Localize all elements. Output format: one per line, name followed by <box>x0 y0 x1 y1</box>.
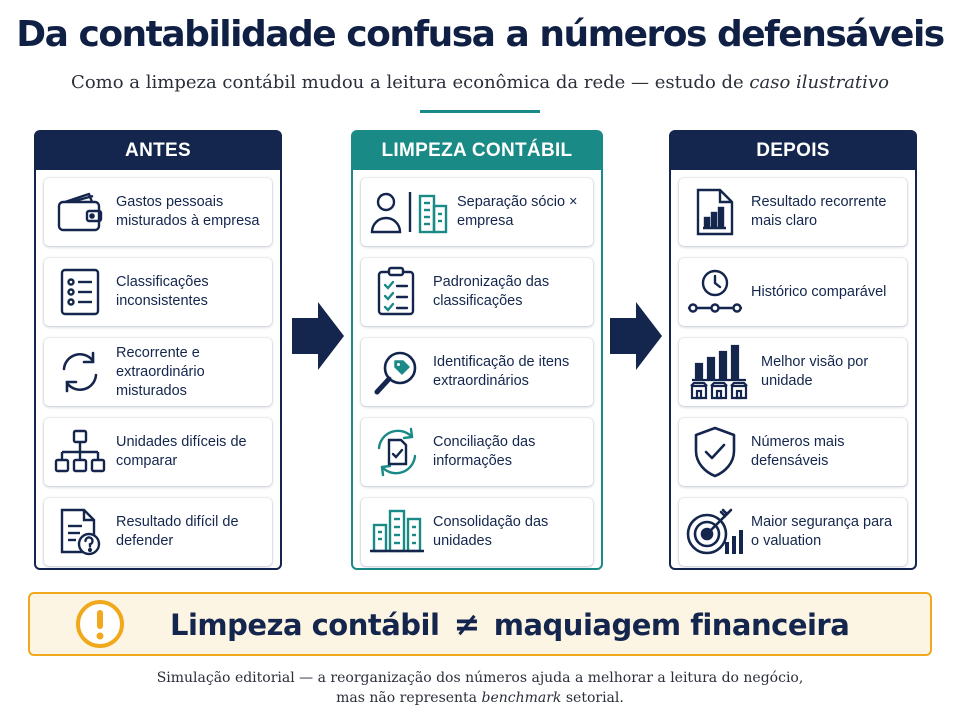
card-depois-5: Maior segurança para o valuation <box>679 498 907 566</box>
card-label: Consolidação das unidades <box>433 514 549 549</box>
footnote-emphasis: benchmark <box>481 690 562 706</box>
card-label: Identificação de itens extraordinários <box>433 354 570 389</box>
card-label: Conciliação das informações <box>433 434 536 469</box>
card-depois-2: Histórico comparável <box>679 258 907 326</box>
footnote-line-2: mas não representa benchmark setorial. <box>0 688 960 708</box>
card-limpeza-5: Consolidação das unidades <box>361 498 593 566</box>
warning-banner: Limpeza contábil ≠ maquiagem financeira <box>28 592 932 656</box>
card-label: Números mais defensáveis <box>751 434 845 469</box>
card-limpeza-4: Conciliação das informações <box>361 418 593 486</box>
column-antes: ANTES Gastos pessoais misturados à empre… <box>34 130 282 570</box>
card-label: Gastos pessoais misturados à empresa <box>116 194 260 229</box>
buildings-icon <box>361 498 433 566</box>
card-limpeza-3: Identificação de itens extraordinários <box>361 338 593 406</box>
magnifier-tag-icon <box>361 338 433 406</box>
banner-right: maquiagem financeira <box>493 608 850 642</box>
column-header-depois: DEPOIS <box>671 132 915 170</box>
card-antes-3: Recorrente e extraordinário misturados <box>44 338 272 406</box>
card-depois-3: Melhor visão por unidade <box>679 338 907 406</box>
column-header-antes: ANTES <box>36 132 280 170</box>
wallet-icon <box>44 178 116 246</box>
card-label: Resultado recorrente mais claro <box>751 194 887 229</box>
subtitle-emphasis: caso ilustrativo <box>749 72 889 93</box>
flow-arrow-icon <box>290 300 346 372</box>
card-label: Unidades difíceis de comparar <box>116 434 247 469</box>
shield-check-icon <box>679 418 751 486</box>
card-label: Recorrente e extraordinário misturados <box>116 344 205 399</box>
page-title: Da contabilidade confusa a números defen… <box>16 14 945 55</box>
banner-left: Limpeza contábil <box>170 608 440 642</box>
target-chart-icon <box>679 498 751 566</box>
card-limpeza-2: Padronização das classificações <box>361 258 593 326</box>
banner-message: Limpeza contábil ≠ maquiagem financeira <box>170 605 850 643</box>
checklist-icon <box>44 258 116 326</box>
column-header-limpeza: LIMPEZA CONTÁBIL <box>353 132 601 170</box>
column-limpeza-contabil: LIMPEZA CONTÁBIL Separação sócio × empre… <box>351 130 603 570</box>
card-antes-5: Resultado difícil de defender <box>44 498 272 566</box>
card-antes-4: Unidades difíceis de comparar <box>44 418 272 486</box>
card-label: Melhor visão por unidade <box>761 354 869 389</box>
reconcile-document-icon <box>361 418 433 486</box>
card-depois-1: Resultado recorrente mais claro <box>679 178 907 246</box>
card-limpeza-1: Separação sócio × empresa <box>361 178 593 246</box>
column-depois: DEPOIS Resultado recorrente mais claro <box>669 130 917 570</box>
page-subtitle: Como a limpeza contábil mudou a leitura … <box>0 72 960 93</box>
footnote-line-2-pre: mas não representa <box>336 690 482 706</box>
cycle-arrows-icon <box>44 338 116 406</box>
card-label: Maior segurança para o valuation <box>751 514 893 549</box>
card-antes-1: Gastos pessoais misturados à empresa <box>44 178 272 246</box>
document-question-icon <box>44 498 116 566</box>
title-divider <box>420 110 540 113</box>
org-chart-icon <box>44 418 116 486</box>
report-chart-icon <box>679 178 751 246</box>
card-label: Histórico comparável <box>751 283 887 300</box>
not-equal-symbol: ≠ <box>453 605 480 643</box>
footnote-line-2-post: setorial. <box>561 690 624 706</box>
clock-timeline-icon <box>679 258 751 326</box>
flow-arrow-icon <box>608 300 664 372</box>
footnote-line-1: Simulação editorial — a reorganização do… <box>156 670 804 686</box>
warning-icon <box>30 599 170 649</box>
card-antes-2: Classificações inconsistentes <box>44 258 272 326</box>
person-building-icon <box>361 178 457 246</box>
card-depois-4: Números mais defensáveis <box>679 418 907 486</box>
card-label: Padronização das classificações <box>433 274 550 309</box>
subtitle-text: Como a limpeza contábil mudou a leitura … <box>71 72 750 93</box>
card-label: Resultado difícil de defender <box>116 514 239 549</box>
card-label: Classificações inconsistentes <box>116 274 209 309</box>
card-label: Separação sócio × empresa <box>457 194 578 229</box>
checklist-icon <box>361 258 433 326</box>
bar-chart-stores-icon <box>679 338 761 406</box>
footnote: Simulação editorial — a reorganização do… <box>0 668 960 708</box>
